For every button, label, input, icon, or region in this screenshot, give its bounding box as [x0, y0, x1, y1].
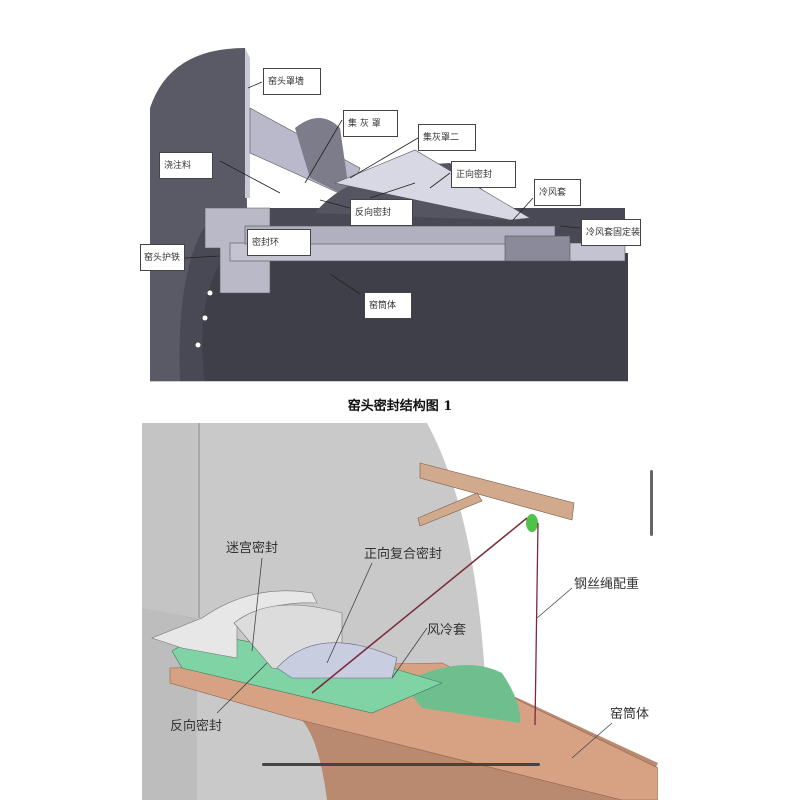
- label-kiln-shell: 窑筒体: [364, 292, 412, 319]
- label-castable: 浇注料: [159, 152, 213, 179]
- figure-2-drawing: [142, 423, 658, 800]
- label-cooling-jacket: 冷风套: [534, 179, 581, 206]
- label-reverse-seal: 反向密封: [350, 199, 413, 226]
- label-forward-seal: 正向密封: [451, 161, 516, 188]
- label-hood-wall: 窑头罩墙: [263, 68, 321, 95]
- label-kiln-head-guard: 窑头护铁: [140, 244, 185, 271]
- label-kiln-shell: 窑筒体: [610, 707, 650, 722]
- label-ash-hood-2: 集灰罩二: [418, 124, 476, 151]
- label-seal-ring: 密封环: [247, 229, 311, 256]
- label-forward-composite-seal: 正向复合密封: [364, 547, 443, 562]
- figure-1-caption: 窑头密封结构图 1: [347, 399, 453, 414]
- figure-2-kiln-seal-3d-diagram: 迷宫密封 正向复合密封 风冷套 钢丝绳配重 反向密封 窑筒体: [142, 423, 658, 800]
- figure-1-kiln-head-seal-diagram: 窑头罩墙 集 灰 罩 集灰罩二 浇注料 正向密封 冷风套 反向密封 密封环 冷风…: [140, 48, 641, 382]
- label-wire-rope-counterweight: 钢丝绳配重: [574, 577, 640, 592]
- scrollbar[interactable]: [650, 470, 653, 536]
- label-jacket-fixture: 冷风套固定装置: [581, 219, 641, 246]
- label-labyrinth-seal: 迷宫密封: [226, 541, 279, 556]
- label-ash-hood: 集 灰 罩: [343, 110, 398, 137]
- label-reverse-seal: 反向密封: [170, 719, 223, 734]
- label-air-cooling-jacket: 风冷套: [427, 623, 467, 638]
- home-indicator[interactable]: [262, 763, 540, 766]
